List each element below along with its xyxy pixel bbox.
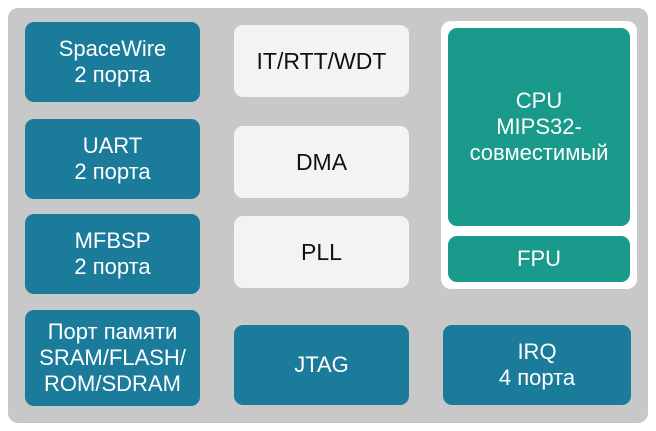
cpu-label: CPU: [515, 88, 563, 113]
cpu-compat: совместимый: [469, 140, 609, 165]
fpu-label: FPU: [517, 246, 561, 271]
irq-label: IRQ: [517, 339, 557, 364]
mfbsp-label: MFBSP: [74, 228, 151, 253]
timers-block: IT/RTT/WDT: [234, 25, 409, 97]
mfbsp-ports: 2 порта: [74, 254, 151, 279]
memory-port-types-2: ROM/SDRAM: [44, 371, 181, 396]
spacewire-block: SpaceWire 2 порта: [25, 22, 200, 102]
uart-block: UART 2 порта: [25, 119, 200, 199]
spacewire-label: SpaceWire: [58, 36, 167, 61]
memory-port-block: Порт памяти SRAM/FLASH/ ROM/SDRAM: [25, 310, 200, 406]
pll-block: PLL: [234, 216, 409, 288]
uart-label: UART: [82, 133, 143, 158]
memory-port-label: Порт памяти: [47, 319, 178, 344]
irq-ports: 4 порта: [498, 365, 576, 390]
timers-label: IT/RTT/WDT: [256, 48, 387, 74]
fpu-block: FPU: [448, 236, 630, 282]
dma-block: DMA: [234, 126, 409, 198]
pll-label: PLL: [301, 239, 342, 265]
mfbsp-block: MFBSP 2 порта: [25, 214, 200, 294]
irq-block: IRQ 4 порта: [443, 325, 631, 405]
spacewire-ports: 2 порта: [74, 62, 151, 87]
uart-ports: 2 порта: [74, 159, 151, 184]
cpu-block: CPU MIPS32- совместимый: [448, 28, 630, 226]
jtag-block: JTAG: [234, 325, 409, 405]
dma-label: DMA: [295, 149, 348, 175]
jtag-label: JTAG: [294, 352, 349, 377]
memory-port-types-1: SRAM/FLASH/: [39, 345, 186, 370]
cpu-arch: MIPS32-: [496, 114, 582, 139]
